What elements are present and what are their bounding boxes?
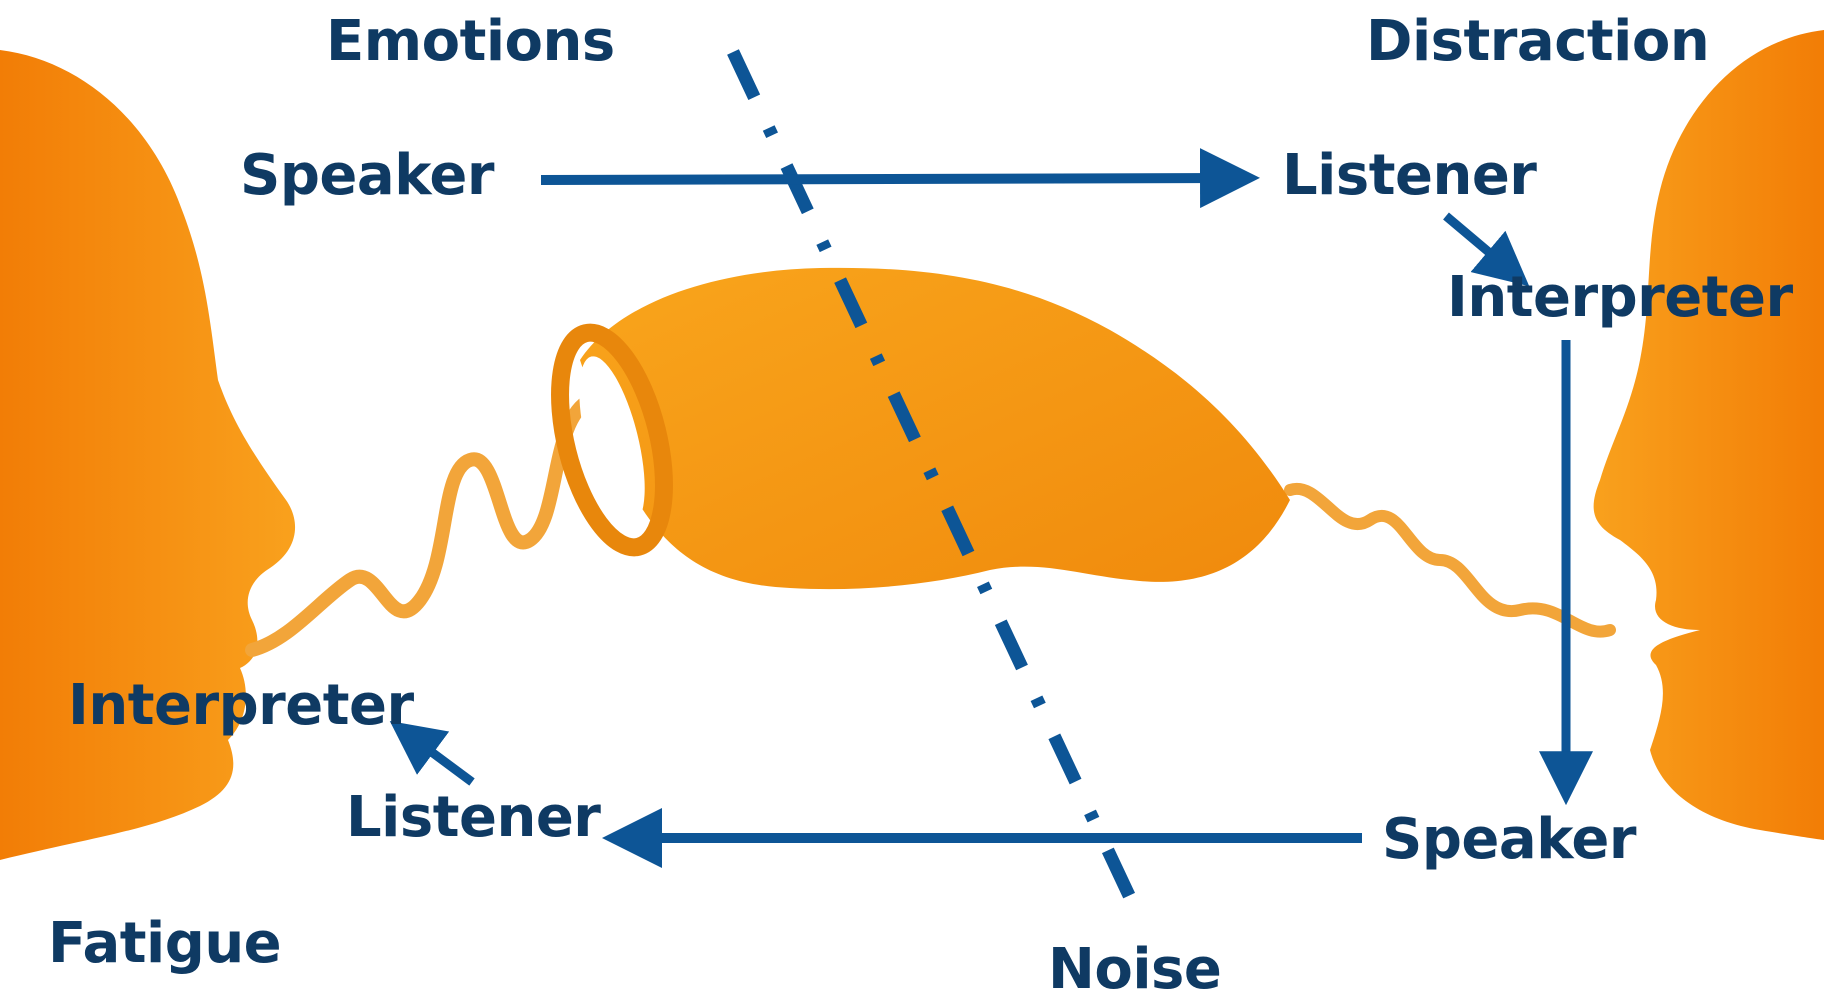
label-interpreter-left: Interpreter xyxy=(68,678,414,734)
arrow-listener-to-interpreter xyxy=(1446,216,1510,270)
telephone-handset-icon xyxy=(252,268,1610,650)
label-emotions: Emotions xyxy=(326,14,615,70)
arrow-listener-to-interpreter-left xyxy=(410,736,472,782)
label-noise: Noise xyxy=(1048,942,1221,998)
label-fatigue: Fatigue xyxy=(48,916,281,972)
right-head-icon xyxy=(1594,30,1824,840)
label-listener-bottom: Listener xyxy=(346,790,600,846)
label-speaker-bottom: Speaker xyxy=(1382,812,1636,868)
label-listener-top: Listener xyxy=(1282,148,1536,204)
label-speaker-top: Speaker xyxy=(240,148,494,204)
label-interpreter-right: Interpreter xyxy=(1447,270,1793,326)
label-distraction: Distraction xyxy=(1366,14,1709,70)
arrow-speaker-to-listener xyxy=(541,178,1232,180)
